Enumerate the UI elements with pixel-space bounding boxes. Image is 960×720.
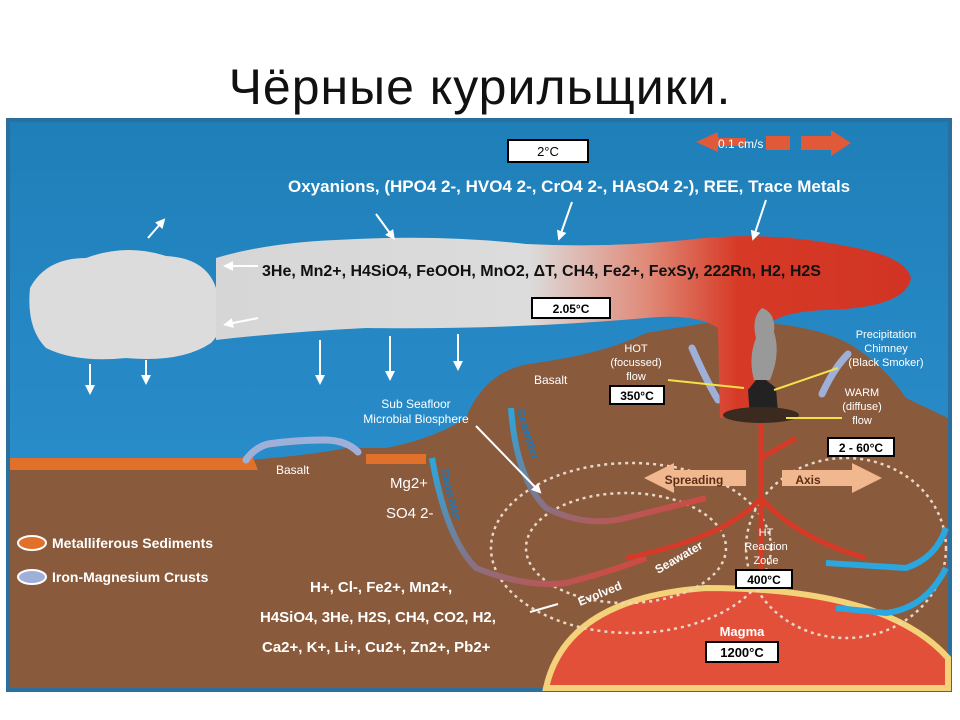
temp-hot: 350°C	[620, 389, 654, 403]
so4-label: SO4 2-	[386, 505, 434, 522]
chimney-label-3: (Black Smoker)	[848, 357, 923, 369]
smoke-column	[751, 308, 777, 380]
biosphere-label-2: Microbial Biosphere	[363, 412, 469, 426]
chimney-label-2: Chimney	[864, 343, 908, 355]
metalliferous-sediment-patch	[366, 454, 426, 464]
iron-magnesium-crust-left	[242, 436, 362, 464]
hot-flow-label-1: HOT	[624, 343, 648, 355]
seawater-flow-mid	[508, 407, 707, 525]
iron-magnesium-crust-right	[688, 344, 722, 404]
convection-loop-right	[744, 456, 948, 640]
temp-ht: 400°C	[747, 573, 781, 587]
temp-plume: 2.05°C	[553, 302, 590, 316]
magma-label: Magma	[720, 624, 766, 639]
slide-title: Чёрные курильщики.	[228, 59, 732, 115]
oxyanions-label: Oxyanions, (HPO4 2-, HVO4 2-, CrO4 2-, H…	[288, 177, 850, 196]
hot-flow-label-3: flow	[626, 371, 646, 383]
warm-flow-label-2: (diffuse)	[842, 401, 882, 413]
plume-chemistry-label: 3He, Mn2+, H4SiO4, FeOOH, MnO2, ΔT, CH4,…	[262, 263, 821, 280]
temp-magma: 1200°C	[720, 645, 764, 660]
temp-surface: 2°C	[537, 144, 559, 159]
temp-plume-box	[531, 297, 611, 319]
convection-loop-left	[489, 461, 773, 635]
legend-sediments-swatch	[17, 535, 47, 551]
basalt-lower-label: Basalt	[276, 463, 310, 477]
legend-sediments-label: Metalliferous Sediments	[52, 535, 213, 551]
current-arrow-right	[801, 130, 851, 156]
temp-warm: 2 - 60°C	[839, 441, 883, 455]
plume-cloud-left	[29, 249, 223, 360]
axis-label: Axis	[795, 473, 821, 487]
fluid-chem-line-2: H4SiO4, 3He, H2S, CH4, CO2, H2,	[260, 609, 496, 626]
ht-label-3: Zone	[753, 555, 778, 567]
particle-settling-arrows	[85, 199, 767, 395]
convection-loop-inner	[524, 491, 728, 605]
chimney-vent-glow	[723, 407, 799, 423]
temp-surface-box	[507, 139, 589, 163]
basalt-upper-label: Basalt	[534, 373, 568, 387]
iron-magnesium-crust-right2	[818, 350, 852, 398]
fluid-chem-line-1: H+, Cl-, Fe2+, Mn2+,	[310, 579, 452, 596]
legend-crusts-label: Iron-Magnesium Crusts	[52, 569, 209, 585]
current-speed-label: 0.1 cm/s	[718, 137, 763, 151]
temp-ht-box	[735, 569, 793, 589]
ht-label-2: Reaction	[744, 541, 787, 553]
hot-flow-label-2: (focussed)	[610, 357, 661, 369]
biosphere-label-1: Sub Seafloor	[381, 397, 450, 411]
magma-chamber	[542, 584, 951, 691]
temp-warm-box	[827, 437, 895, 457]
annotation-arrows	[475, 367, 842, 613]
warm-flow-label-3: flow	[852, 415, 872, 427]
current-arrow	[696, 132, 746, 152]
mg-label: Mg2+	[390, 475, 428, 492]
hydrothermal-plume	[216, 236, 911, 418]
warm-flow-label-1: WARM	[845, 387, 879, 399]
temp-magma-box	[705, 641, 779, 663]
seawater-flow-left	[429, 457, 648, 587]
temp-hot-box	[609, 385, 665, 405]
ht-label-1: HT	[759, 527, 774, 539]
hydrothermal-vent-diagram: 2°C 0.1 cm/s Oxyanions, (HPO4 2-, HVO4 2…	[6, 118, 952, 692]
fluid-chem-line-3: Ca2+, K+, Li+, Cu2+, Zn2+, Pb2+	[262, 639, 491, 656]
seawater-flow-right2	[835, 566, 949, 617]
seawater-flow-right	[825, 526, 949, 572]
spreading-label: Spreading	[665, 473, 724, 487]
spreading-axis-arrow	[644, 463, 882, 493]
chimney-label-1: Precipitation	[856, 329, 917, 341]
hydrothermal-upflow	[625, 408, 867, 588]
metalliferous-sediment-layer	[10, 450, 258, 470]
current-box-1	[766, 136, 790, 150]
legend-crusts-swatch	[17, 569, 47, 585]
